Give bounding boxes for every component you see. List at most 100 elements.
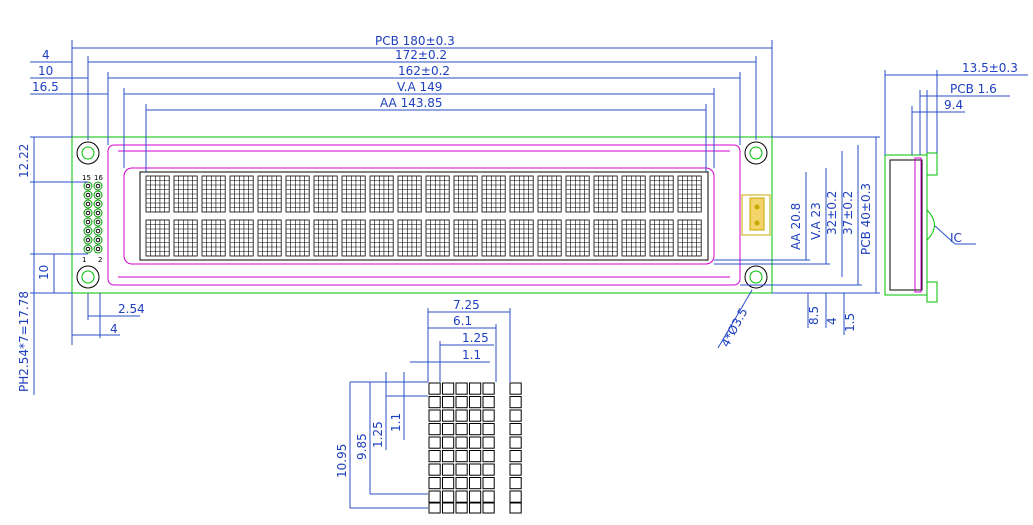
character-cell <box>341 219 366 257</box>
pin-label-2: 2 <box>98 256 102 264</box>
dim-char-10-95: 10.95 <box>335 444 349 478</box>
cursor-dot <box>455 490 468 503</box>
character-cell <box>565 219 590 257</box>
dim-offset-10: 10 <box>38 64 53 78</box>
dim-viewing-width: 162±0.2 <box>398 64 450 78</box>
dim-aa-height: AA 20.8 <box>789 203 803 250</box>
pin-pad <box>83 226 93 236</box>
dot <box>442 463 455 476</box>
character-cell <box>425 219 450 257</box>
underline-dot <box>469 502 482 514</box>
character-cell <box>593 219 618 257</box>
dim-char-1-25: 1.25 <box>462 331 489 345</box>
dim-char-7-25: 7.25 <box>453 298 480 312</box>
underline-dot <box>455 502 468 514</box>
character-cell <box>397 219 422 257</box>
cursor-dot <box>509 490 522 503</box>
spacer-dot <box>509 450 522 463</box>
underline-dot <box>442 502 455 514</box>
pin-label-1: 1 <box>82 256 86 264</box>
character-detail-grid <box>428 382 522 514</box>
dot <box>482 436 495 449</box>
dim-offset-16-5: 16.5 <box>32 80 59 94</box>
character-cell <box>593 175 618 213</box>
character-cell <box>173 175 198 213</box>
dot <box>482 477 495 490</box>
pin-pad <box>83 181 93 191</box>
dot <box>442 477 455 490</box>
pin-label-15: 15 <box>82 174 91 182</box>
dim-height-32: 32±0.2 <box>825 191 839 235</box>
active-area <box>139 171 709 261</box>
dot <box>469 409 482 422</box>
character-cell <box>565 175 590 213</box>
top-dimensions: PCB 180±0.3 172±0.2 162±0.2 V.A 149 AA 1… <box>30 34 773 172</box>
mounting-hole-bottom-right <box>744 265 768 289</box>
character-cell <box>201 219 226 257</box>
character-cell <box>677 219 702 257</box>
dim-pcb-height: PCB 40±0.3 <box>859 183 873 255</box>
dim-outline-width: 172±0.2 <box>395 48 447 62</box>
dot <box>455 382 468 395</box>
ic-label: IC <box>950 231 962 245</box>
dim-va-height: V.A 23 <box>809 202 823 240</box>
dot <box>482 423 495 436</box>
pin-header <box>83 181 103 254</box>
dim-offset-4-bottom: 4 <box>110 322 118 336</box>
dot <box>482 396 495 409</box>
dot <box>442 450 455 463</box>
dot <box>428 423 441 436</box>
character-cell <box>425 175 450 213</box>
dot <box>455 396 468 409</box>
dot <box>469 477 482 490</box>
pin-pad <box>93 181 103 191</box>
dot <box>469 436 482 449</box>
underline-dot <box>428 502 441 514</box>
front-view: 15 16 1 2 <box>71 136 773 294</box>
cursor-dot <box>428 490 441 503</box>
character-cell <box>509 219 534 257</box>
cursor-dot <box>482 490 495 503</box>
dim-aa-width: AA 143.85 <box>380 96 443 110</box>
dot <box>455 409 468 422</box>
pin-pad <box>93 190 103 200</box>
dim-hole-diameter: 4*Ø3.5 <box>718 306 750 350</box>
pin-pad <box>93 199 103 209</box>
dim-bottom-8-5: 8.5 <box>807 306 821 325</box>
bezel-outline <box>107 144 741 286</box>
character-cell <box>649 175 674 213</box>
dim-bottom-4: 4 <box>825 317 839 325</box>
dot <box>455 450 468 463</box>
character-cell <box>453 175 478 213</box>
dot <box>442 396 455 409</box>
character-cell <box>369 219 394 257</box>
dot <box>442 409 455 422</box>
dot <box>428 463 441 476</box>
character-cell <box>285 219 310 257</box>
dot <box>469 382 482 395</box>
pin-pad <box>83 208 93 218</box>
character-cell <box>341 175 366 213</box>
dot <box>428 436 441 449</box>
mounting-hole-bottom-left <box>76 265 100 289</box>
dim-side-thickness: 13.5±0.3 <box>962 61 1018 75</box>
dot <box>482 382 495 395</box>
dot <box>469 463 482 476</box>
dim-char-1-1-v: 1.1 <box>389 413 403 432</box>
dim-height-37: 37±0.2 <box>841 191 855 235</box>
pin-pad <box>93 235 103 245</box>
spacer-dot <box>509 436 522 449</box>
character-cell <box>369 175 394 213</box>
spacer-dot <box>509 463 522 476</box>
pin-pad <box>83 190 93 200</box>
pin-pad <box>93 226 103 236</box>
pin-pad <box>93 217 103 227</box>
dim-char-1-1: 1.1 <box>462 348 481 362</box>
character-cell <box>677 175 702 213</box>
side-view: 13.5±0.3 PCB 1.6 9.4 IC <box>884 61 1028 303</box>
dim-top-offset: 12.22 <box>17 144 31 178</box>
right-dimensions: AA 20.8 V.A 23 32±0.2 37±0.2 PCB 40±0.3 … <box>714 136 880 350</box>
dot <box>455 477 468 490</box>
dot <box>482 463 495 476</box>
